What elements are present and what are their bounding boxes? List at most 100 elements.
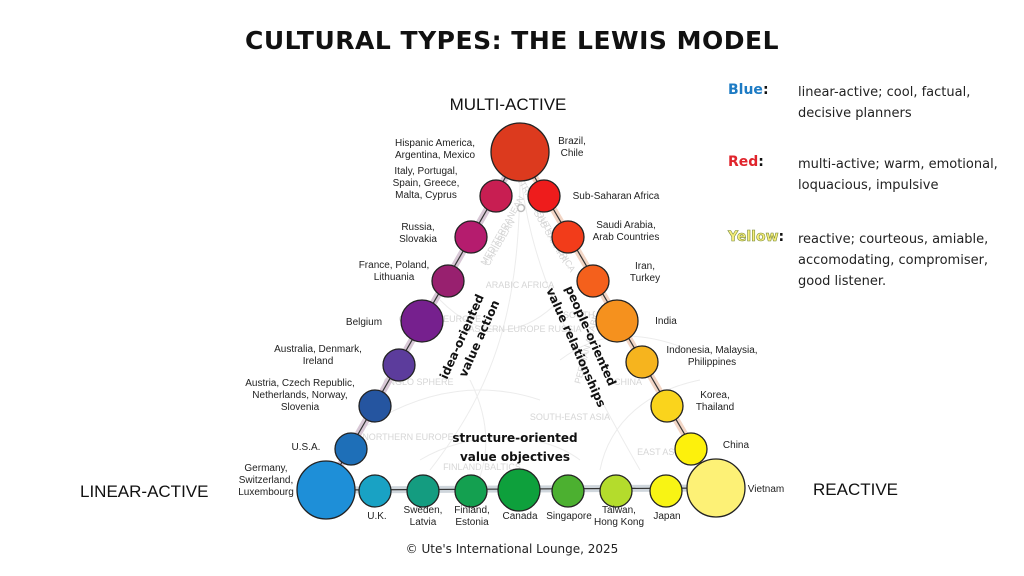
label-line: China <box>723 440 750 451</box>
label-line: Lithuania <box>374 272 415 283</box>
region-label: SOUTH ASIA <box>563 310 617 320</box>
label-line: Arab Countries <box>593 232 660 243</box>
country-label: Korea,Thailand <box>696 390 734 413</box>
country-node[interactable] <box>454 474 488 508</box>
node-circle <box>334 432 368 466</box>
country-label: Sweden,Latvia <box>404 505 443 528</box>
country-label: Taiwan,Hong Kong <box>594 505 644 528</box>
node-circle <box>406 474 440 508</box>
country-node[interactable] <box>595 299 639 343</box>
node-circle <box>454 474 488 508</box>
axis-bottom-line2: value objectives <box>460 450 570 464</box>
legend-key-blue: Blue: <box>728 82 769 98</box>
country-label: Finland,Estonia <box>454 505 490 528</box>
country-label: Germany,Switzerland,Luxembourg <box>238 463 294 498</box>
country-node[interactable] <box>431 264 465 298</box>
label-line: Spain, Greece, <box>393 178 460 189</box>
corner-label-linear-active: LINEAR-ACTIVE <box>80 482 209 501</box>
region-boundary <box>429 169 521 471</box>
label-line: Philippines <box>688 357 736 368</box>
region-label: FINLAND BALTICS <box>443 462 521 472</box>
node-circle <box>479 179 513 213</box>
legend-key-yellow: Yellow: <box>728 229 785 246</box>
label-line: Belgium <box>346 317 382 328</box>
country-label: Vietnam <box>748 484 785 495</box>
node-circle <box>551 474 585 508</box>
copyright-footer: © Ute's International Lounge, 2025 <box>405 542 619 556</box>
country-label: Japan <box>653 511 680 522</box>
node-circle <box>490 122 550 182</box>
country-label: France, Poland,Lithuania <box>359 260 430 283</box>
country-node[interactable] <box>358 389 392 423</box>
center-marker <box>516 203 526 213</box>
label-line: Austria, Czech Republic, <box>245 378 355 389</box>
axis-bottom-line1: structure-oriented <box>452 431 577 445</box>
label-line: Sweden, <box>404 505 443 516</box>
node-circle <box>527 179 561 213</box>
country-node[interactable] <box>406 474 440 508</box>
country-label: Austria, Czech Republic,Netherlands, Nor… <box>245 378 355 413</box>
node-circle <box>454 220 488 254</box>
label-line: Brazil, <box>558 136 586 147</box>
label-line: Argentina, Mexico <box>395 150 475 161</box>
label-line: Slovakia <box>399 234 437 245</box>
country-node[interactable] <box>551 474 585 508</box>
label-line: Canada <box>502 511 537 522</box>
node-circle <box>431 264 465 298</box>
region-boundary <box>419 437 581 461</box>
country-node[interactable] <box>527 179 561 213</box>
label-line: Russia, <box>401 222 434 233</box>
label-line: Korea, <box>700 390 729 401</box>
country-node[interactable] <box>686 458 746 518</box>
country-node[interactable] <box>576 264 610 298</box>
country-node[interactable] <box>551 220 585 254</box>
country-node[interactable] <box>479 179 513 213</box>
country-nodes <box>296 122 746 520</box>
country-node[interactable] <box>625 345 659 379</box>
label-line: Thailand <box>696 402 734 413</box>
label-line: Luxembourg <box>238 487 294 498</box>
label-line: Singapore <box>546 511 592 522</box>
country-node[interactable] <box>649 474 683 508</box>
label-line: Slovenia <box>281 402 320 413</box>
country-label: Canada <box>502 511 537 522</box>
node-circle <box>400 299 444 343</box>
region-label: SOUTH-EAST ASIA <box>530 412 610 422</box>
node-circle <box>358 389 392 423</box>
country-node[interactable] <box>650 389 684 423</box>
country-label: Iran,Turkey <box>630 261 660 284</box>
country-node[interactable] <box>400 299 444 343</box>
label-line: Hong Kong <box>594 517 644 528</box>
country-node[interactable] <box>296 460 356 520</box>
label-line: Turkey <box>630 273 660 284</box>
country-node[interactable] <box>674 432 708 466</box>
country-label: Brazil,Chile <box>558 136 586 159</box>
country-label: Indonesia, Malaysia,Philippines <box>666 345 757 368</box>
country-label: Australia, Denmark,Ireland <box>274 344 362 367</box>
country-label: U.K. <box>367 511 386 522</box>
country-node[interactable] <box>497 468 541 512</box>
country-labels: Germany,Switzerland,LuxembourgU.S.A.Aust… <box>238 136 784 528</box>
node-circle <box>358 474 392 508</box>
country-node[interactable] <box>334 432 368 466</box>
node-circle <box>497 468 541 512</box>
country-node[interactable] <box>599 474 633 508</box>
label-line: Indonesia, Malaysia, <box>666 345 757 356</box>
node-circle <box>551 220 585 254</box>
node-circle <box>595 299 639 343</box>
country-label: Saudi Arabia,Arab Countries <box>593 220 660 243</box>
node-circle <box>296 460 356 520</box>
country-label: Sub-Saharan Africa <box>573 191 660 202</box>
country-node[interactable] <box>382 348 416 382</box>
region-label: CHINA <box>614 377 642 387</box>
legend-desc-blue: linear-active; cool, factual, decisive p… <box>798 85 971 121</box>
node-circle <box>649 474 683 508</box>
country-node[interactable] <box>490 122 550 182</box>
region-label: EAST ASIA <box>637 447 683 457</box>
country-node[interactable] <box>454 220 488 254</box>
country-label: Russia,Slovakia <box>399 222 437 245</box>
country-node[interactable] <box>358 474 392 508</box>
corner-label-multi-active: MULTI-ACTIVE <box>449 95 567 114</box>
country-label: Italy, Portugal,Spain, Greece,Malta, Cyp… <box>393 166 460 201</box>
